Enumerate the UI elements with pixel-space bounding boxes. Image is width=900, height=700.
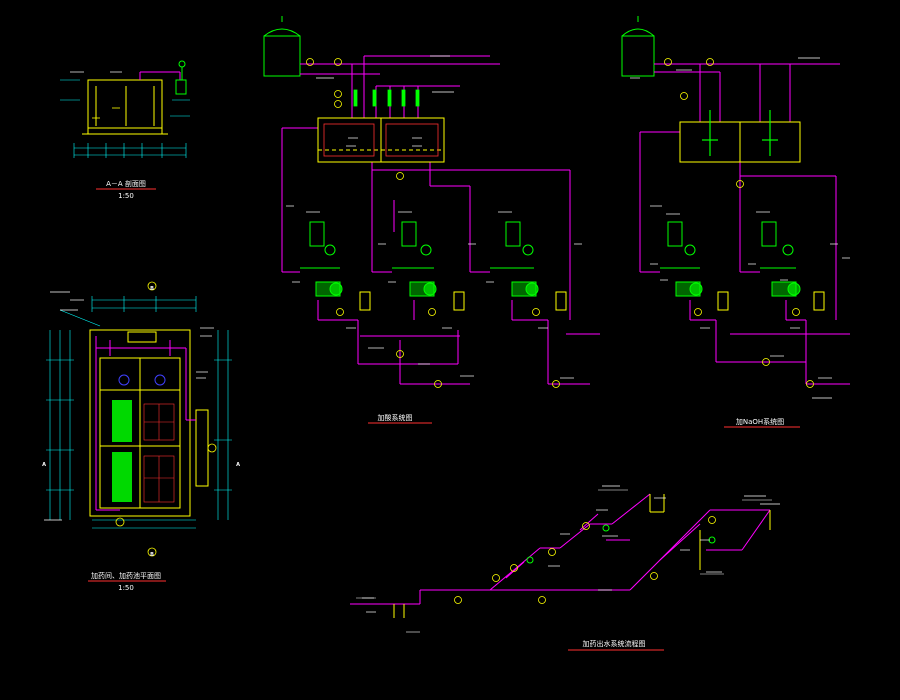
naoh-system: 加NaOH系统图 [621,16,850,428]
section-mark-b-bottom: B [150,552,154,558]
section-view-scale: 1:50 [118,192,134,200]
annotation-ticks [44,55,850,613]
acid-system-title: 加酸系统图 [378,413,413,422]
acid-pump-units [300,221,567,311]
acid-valve-tags [306,58,560,388]
section-tank-outline [87,79,163,129]
naoh-storage-tank [621,16,655,77]
section-mark-b-top: B [150,286,154,292]
naoh-pump-2 [760,221,825,311]
plan-view-title: 加药间、加药池平面图 [91,571,161,580]
acid-day-tanks [317,117,445,163]
section-mark-a-right: A [236,462,240,468]
flow-diagram-title: 加药出水系统流程图 [583,639,646,648]
section-view-title: A－A 剖面图 [106,179,146,188]
acid-pump-2 [392,221,465,311]
plan-mixer-blocks [112,400,132,502]
acid-storage-tank [263,16,301,77]
plan-view: B B A A 加药间、加药池平面图 1:50 [42,281,240,592]
acid-pump-1 [300,221,371,311]
naoh-day-tanks [679,121,801,163]
section-view: A－A 剖面图 1:50 [60,60,190,200]
acid-system: 加酸系统图 [263,16,600,424]
section-mark-a-left: A [42,462,46,468]
acid-pump-3 [490,221,567,311]
naoh-pump-1 [660,221,729,311]
plan-view-scale: 1:50 [118,584,134,592]
flow-valve-tags [454,516,716,604]
isometric-flow: 加药出水系统流程图 [350,489,772,651]
naoh-valve-tags [664,58,814,388]
naoh-system-title: 加NaOH系统图 [736,417,784,426]
naoh-pump-units [660,221,825,311]
plan-room-outline [89,329,191,517]
